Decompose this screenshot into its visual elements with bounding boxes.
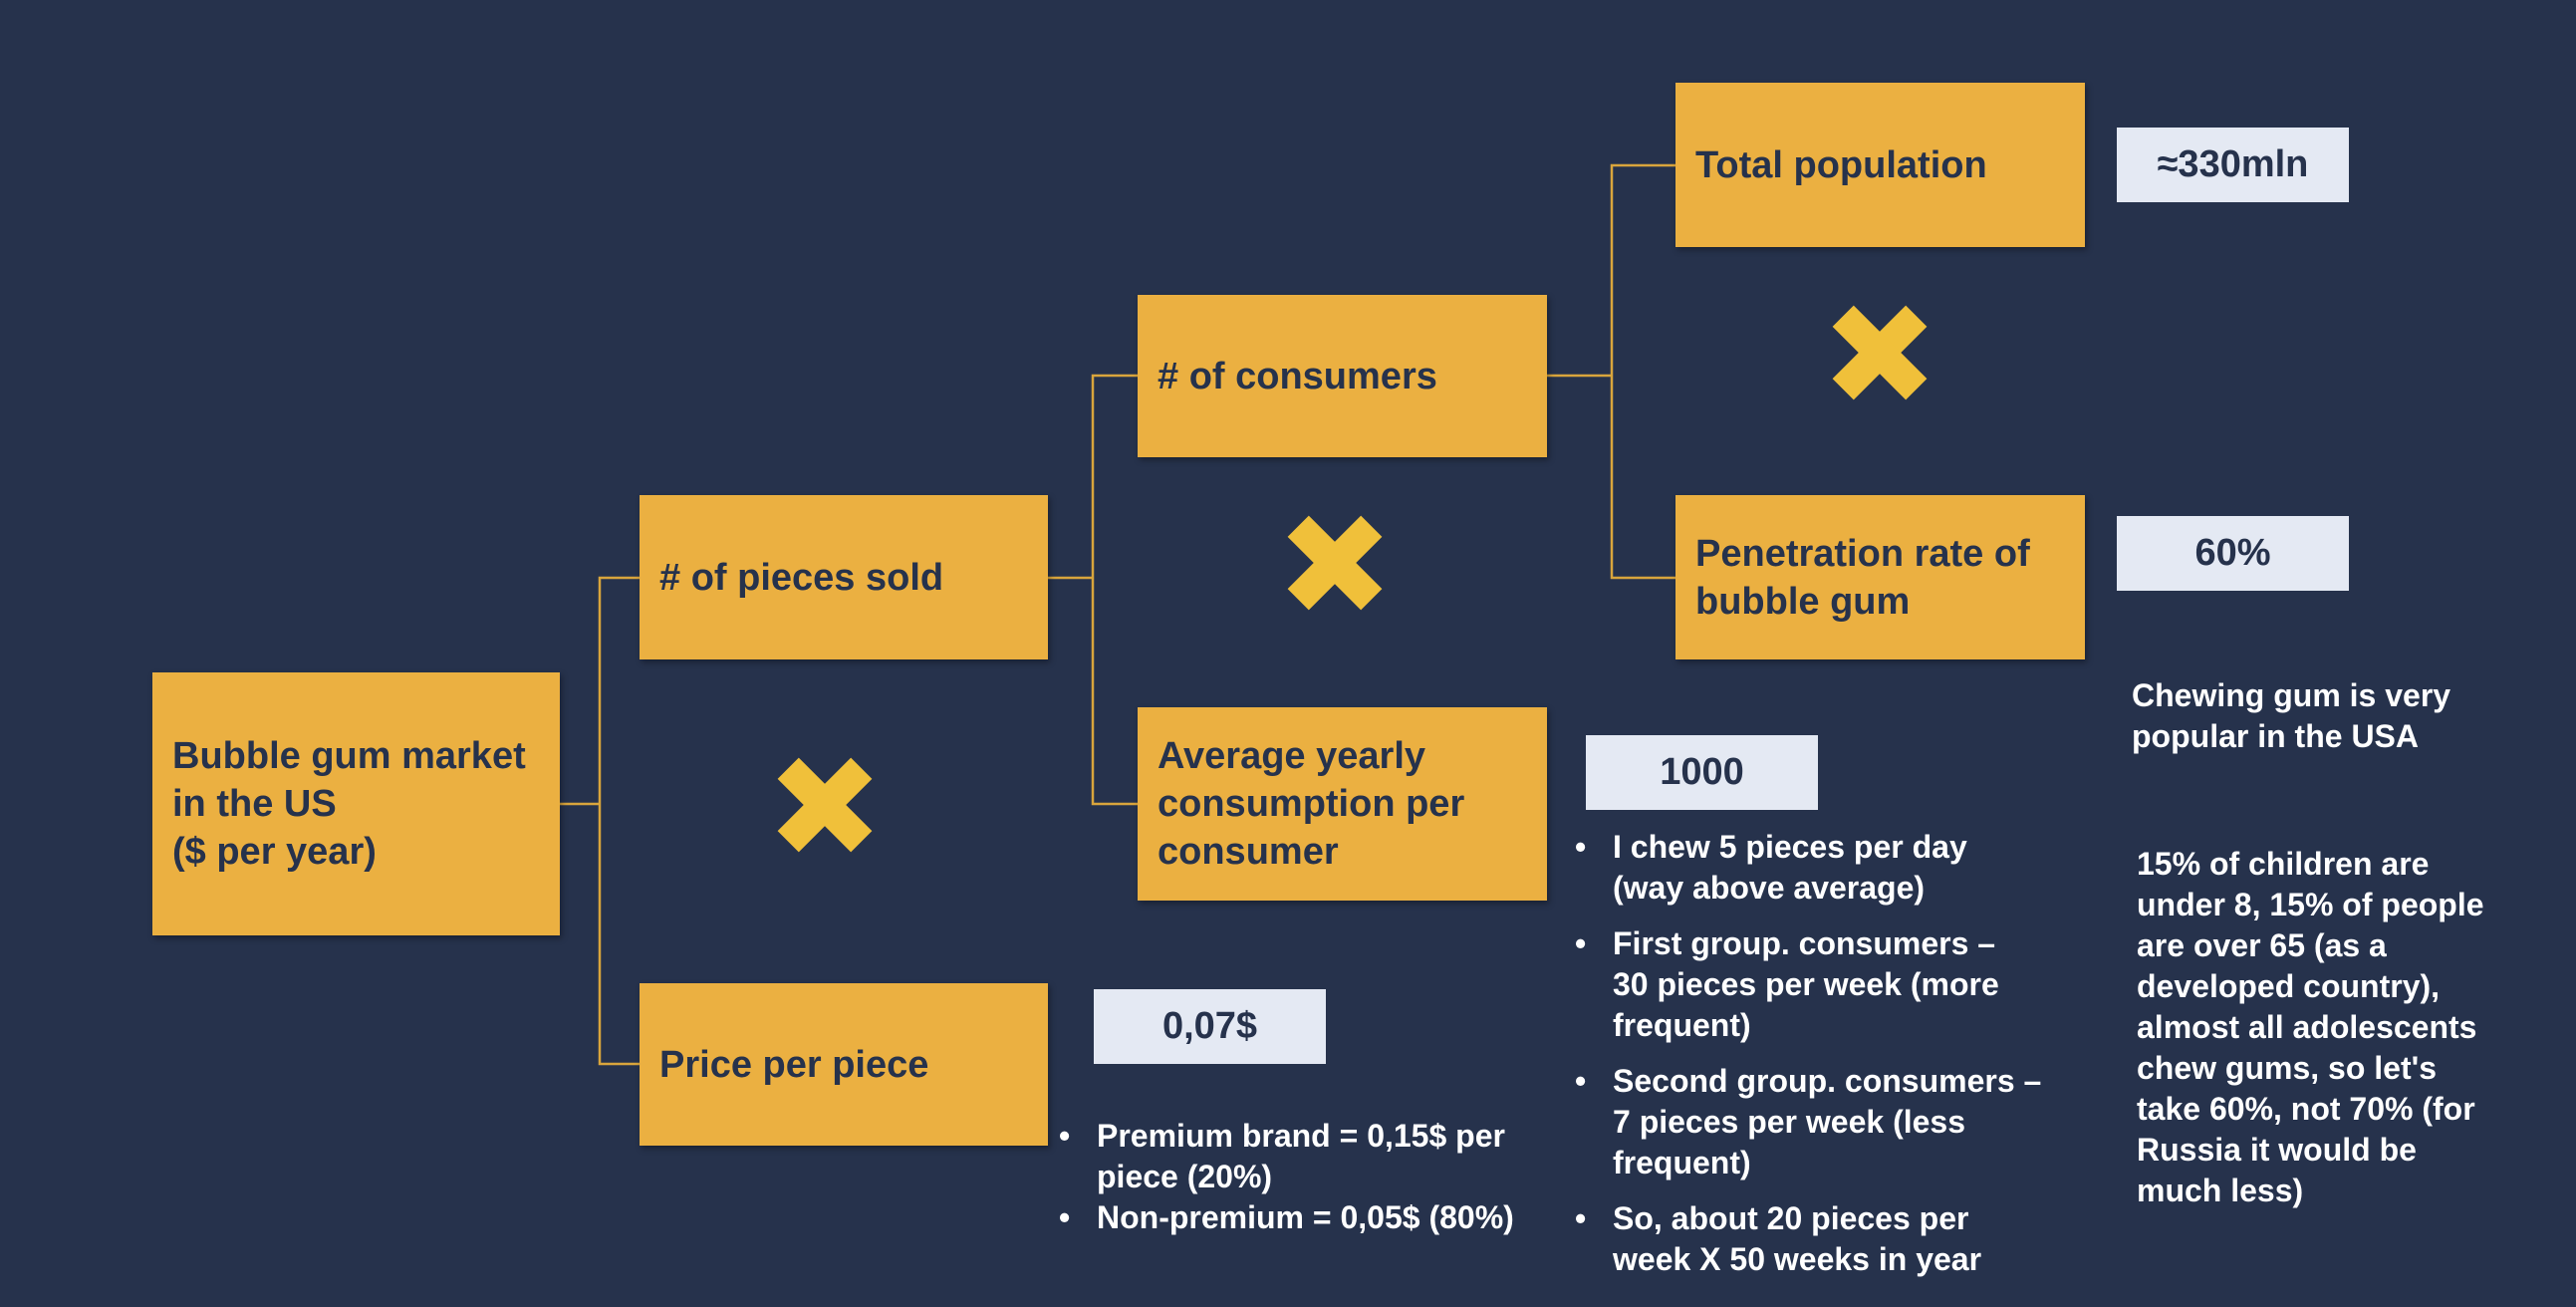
consumers-box: # of consumers [1138,295,1547,457]
pieces-sold-box: # of pieces sold [640,495,1048,659]
penetration-rate-label: Penetration rate of bubble gum [1695,532,2030,623]
multiply-cross-icon [1287,515,1383,611]
consumption-value-text: 1000 [1660,751,1744,793]
multiply-cross-icon [1832,305,1928,400]
root-box-bubble-gum-market: Bubble gum market in the US ($ per year) [152,672,560,935]
total-population-box: Total population [1675,83,2085,247]
price-per-piece-box: Price per piece [640,983,1048,1146]
pieces-sold-label: # of pieces sold [659,556,944,599]
consumption-assumptions-list: I chew 5 pieces per day (way above avera… [1575,827,2133,1280]
list-item: First group. consumers – 30 pieces per w… [1575,923,2133,1046]
price-value-text: 0,07$ [1161,1005,1258,1047]
list-item: Premium brand = 0,15$ per piece (20%) [1059,1116,1577,1197]
population-value-text: ≈330mln [2157,143,2309,185]
penetration-reasoning-note: 15% of children are under 8, 15% of peop… [2137,846,2484,1208]
consumption-value: 1000 [1586,735,1818,810]
list-item: I chew 5 pieces per day (way above avera… [1575,827,2133,909]
multiply-cross-icon [777,757,873,853]
list-item: So, about 20 pieces per week X 50 weeks … [1575,1198,2133,1280]
popularity-note: Chewing gum is very popular in the USA [2132,677,2451,754]
avg-consumption-box: Average yearly consumption per consumer [1138,707,1547,901]
penetration-value: 60% [2117,516,2349,591]
total-population-label: Total population [1695,143,1987,186]
price-value: 0,07$ [1094,989,1326,1064]
population-value: ≈330mln [2117,128,2349,202]
penetration-value-text: 60% [2194,532,2271,574]
price-assumptions-list: Premium brand = 0,15$ per piece (20%) No… [1059,1116,1577,1238]
avg-consumption-label: Average yearly consumption per consumer [1158,735,1465,873]
list-item: Second group. consumers – 7 pieces per w… [1575,1061,2133,1183]
root-box-label: Bubble gum market in the US ($ per year) [172,735,526,873]
price-per-piece-label: Price per piece [659,1043,929,1086]
consumers-label: # of consumers [1158,355,1437,397]
list-item: Non-premium = 0,05$ (80%) [1059,1197,1577,1238]
penetration-rate-box: Penetration rate of bubble gum [1675,495,2085,659]
